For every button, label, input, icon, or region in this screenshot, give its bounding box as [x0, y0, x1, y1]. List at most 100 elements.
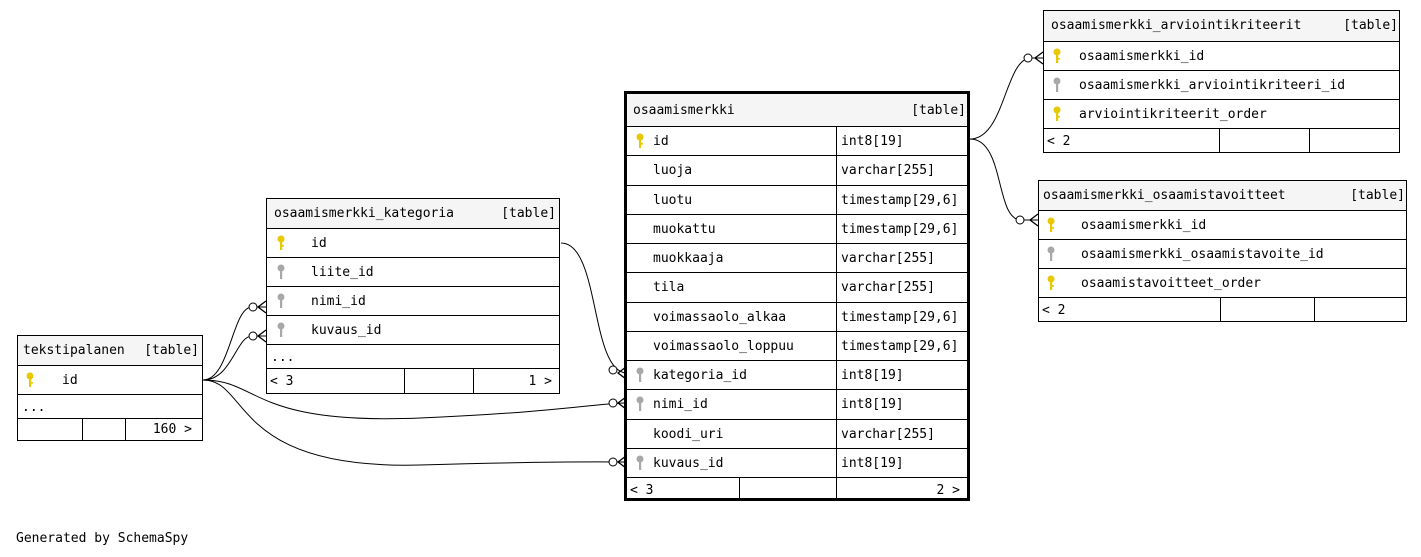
table-osaamismerkki-arviointikriteerit[interactable]: osaamismerkki_arviointikriteerit [table]… — [1043, 10, 1400, 153]
column-type: varchar[255] — [841, 251, 935, 266]
table-name[interactable]: osaamismerkki — [633, 103, 735, 118]
primary-key-icon — [1053, 48, 1061, 64]
relation-line — [202, 379, 627, 466]
column-name: luotu — [653, 192, 693, 208]
foreign-key-icon — [636, 455, 644, 471]
relation-line — [202, 306, 266, 381]
column-type: int8[19] — [841, 455, 904, 471]
foreign-key-icon — [1047, 246, 1055, 262]
column-name: luoja — [653, 163, 693, 179]
column-type: int8[19] — [841, 134, 904, 149]
table-row[interactable]: nimi_id — [267, 286, 559, 315]
column-name: voimassaolo_alkaa — [653, 309, 787, 325]
column-name: id — [653, 134, 669, 149]
more-columns: ... — [267, 344, 559, 368]
foreign-key-icon — [277, 264, 285, 280]
parents-count[interactable]: 2 > — [936, 483, 960, 498]
column-type: timestamp[29,6] — [841, 221, 959, 237]
table-row[interactable]: koodi_uri varchar[255] — [627, 418, 967, 448]
table-row[interactable]: id int8[19] — [627, 126, 967, 156]
column-type: varchar[255] — [841, 163, 935, 179]
children-count[interactable]: < 3 — [630, 483, 654, 498]
parents-count[interactable]: 1 > — [528, 374, 552, 389]
column-name: osaamismerkki_id — [1081, 218, 1207, 233]
crows-foot-marker — [616, 455, 627, 469]
table-row[interactable]: osaamismerkki_id — [1044, 41, 1399, 70]
table-footer: < 2 — [1039, 297, 1406, 321]
table-header: tekstipalanen [table] — [18, 336, 202, 365]
column-name: kuvaus_id — [311, 323, 382, 338]
table-kind: [table] — [1343, 18, 1398, 33]
table-row[interactable]: luotu timestamp[29,6] — [627, 184, 967, 214]
parents-count[interactable]: 160 > — [152, 422, 192, 437]
column-type: varchar[255] — [841, 280, 935, 296]
table-name[interactable]: tekstipalanen — [23, 343, 125, 358]
table-header: osaamismerkki [table] — [627, 94, 967, 126]
table-osaamismerkki[interactable]: osaamismerkki [table] id int8[19] luoja var… — [624, 91, 970, 501]
table-header: osaamismerkki_arviointikriteerit [table] — [1044, 11, 1399, 41]
crows-foot-marker — [1028, 213, 1039, 227]
table-header: osaamismerkki_osaamistavoitteet [table] — [1039, 181, 1406, 210]
column-name: muokkaaja — [653, 251, 724, 266]
column-type: int8[19] — [841, 397, 904, 413]
table-row[interactable]: osaamismerkki_id — [1039, 210, 1406, 239]
table-tekstipalanen[interactable]: tekstipalanen [table] id ... 160 > — [17, 335, 203, 441]
children-count[interactable]: < 2 — [1047, 134, 1071, 149]
foreign-key-icon — [1053, 77, 1061, 93]
column-name: liite_id — [311, 265, 374, 280]
column-name: koodi_uri — [653, 426, 724, 442]
column-name: osaamismerkki_osaamistavoite_id — [1081, 247, 1324, 262]
table-footer: 160 > — [18, 418, 202, 440]
table-kind: [table] — [501, 206, 556, 221]
table-row[interactable]: osaamismerkki_osaamistavoite_id — [1039, 239, 1406, 268]
column-name: tila — [653, 280, 685, 296]
table-row[interactable]: kuvaus_id — [267, 315, 559, 344]
column-name: id — [62, 373, 78, 388]
primary-key-icon — [277, 235, 285, 251]
column-type: timestamp[29,6] — [841, 309, 959, 325]
zero-cardinality-marker — [1015, 215, 1025, 225]
children-count[interactable]: < 3 — [270, 374, 294, 389]
table-row[interactable]: kuvaus_id int8[19] — [627, 447, 967, 477]
relation-line — [560, 242, 627, 374]
zero-cardinality-marker — [248, 302, 258, 312]
table-row[interactable]: voimassaolo_alkaa timestamp[29,6] — [627, 301, 967, 331]
table-row[interactable]: osaamistavoitteet_order — [1039, 268, 1406, 297]
column-type: timestamp[29,6] — [841, 192, 959, 208]
table-kind: [table] — [911, 103, 966, 118]
table-row[interactable]: liite_id — [267, 257, 559, 286]
children-count[interactable]: < 2 — [1042, 303, 1066, 318]
column-name: osaamismerkki_arviointikriteeri_id — [1079, 78, 1346, 93]
column-name: voimassaolo_loppuu — [653, 338, 794, 354]
table-row[interactable]: arviointikriteerit_order — [1044, 99, 1399, 128]
table-row[interactable]: id — [18, 365, 202, 394]
foreign-key-icon — [277, 293, 285, 309]
table-row[interactable]: id — [267, 228, 559, 257]
table-name[interactable]: osaamismerkki_osaamistavoitteet — [1043, 188, 1286, 203]
table-name[interactable]: osaamismerkki_arviointikriteerit — [1051, 18, 1302, 33]
crows-foot-marker — [616, 396, 627, 410]
table-name[interactable]: osaamismerkki_kategoria — [274, 206, 455, 221]
column-type: int8[19] — [841, 368, 904, 383]
primary-key-icon — [1047, 217, 1055, 233]
crows-foot-marker — [616, 366, 627, 380]
table-osaamismerkki-kategoria[interactable]: osaamismerkki_kategoria [table] id liite… — [266, 198, 560, 394]
column-name: kuvaus_id — [653, 455, 724, 471]
column-name: kategoria_id — [653, 368, 747, 383]
crows-foot-marker — [256, 329, 267, 343]
column-name: arviointikriteerit_order — [1079, 107, 1267, 122]
column-type: varchar[255] — [841, 426, 935, 442]
table-row[interactable]: tila varchar[255] — [627, 272, 967, 302]
table-row[interactable]: kategoria_id int8[19] — [627, 360, 967, 390]
table-osaamismerkki-osaamistavoitteet[interactable]: osaamismerkki_osaamistavoitteet [table] … — [1038, 180, 1407, 322]
table-kind: [table] — [1350, 188, 1405, 203]
zero-cardinality-marker — [608, 365, 618, 375]
table-header: osaamismerkki_kategoria [table] — [267, 199, 559, 228]
table-row[interactable]: luoja varchar[255] — [627, 155, 967, 185]
table-row[interactable]: muokkaaja varchar[255] — [627, 243, 967, 273]
table-row[interactable]: osaamismerkki_arviointikriteeri_id — [1044, 70, 1399, 99]
